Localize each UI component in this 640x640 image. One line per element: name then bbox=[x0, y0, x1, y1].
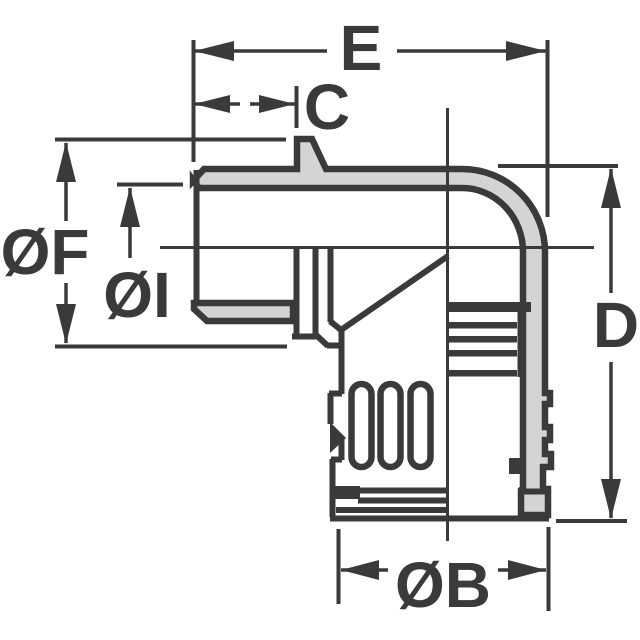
internal-cone-edge bbox=[339, 253, 450, 333]
fitting-body bbox=[189, 135, 555, 522]
dimension-b: ØB bbox=[336, 527, 551, 621]
thread-ridge-4 bbox=[448, 370, 517, 377]
grip-slot-2 bbox=[377, 380, 404, 471]
dimension-c: C bbox=[194, 71, 350, 143]
dimension-d: D bbox=[498, 164, 639, 523]
d-arrow-up bbox=[601, 168, 621, 208]
dimension-d-label: D bbox=[593, 289, 639, 361]
c-arrow-right bbox=[259, 95, 295, 113]
male-end-bottom-wall bbox=[190, 299, 297, 325]
d-arrow-down bbox=[601, 479, 621, 519]
left-barb bbox=[330, 422, 346, 453]
i-arrow-up bbox=[120, 187, 140, 227]
e-arrow-right bbox=[506, 41, 546, 61]
dimension-f: ØF bbox=[1, 137, 287, 349]
grip-slot-3 bbox=[407, 380, 434, 471]
dimension-i-label: ØI bbox=[103, 259, 171, 331]
dimension-c-label: C bbox=[304, 71, 350, 143]
collar-chamfer bbox=[312, 331, 331, 349]
centerlines bbox=[160, 108, 594, 541]
thread-ridge-2 bbox=[448, 336, 517, 343]
b-arrow-left bbox=[341, 560, 379, 580]
e-arrow-left bbox=[194, 41, 234, 61]
thread-ridge-3 bbox=[448, 350, 517, 357]
elbow-wall-section bbox=[189, 135, 555, 519]
dimension-f-label: ØF bbox=[1, 216, 90, 288]
c-arrow-left bbox=[194, 95, 230, 113]
internal-threads bbox=[448, 302, 531, 474]
grip-slot-1 bbox=[348, 380, 375, 471]
dimension-e: E bbox=[191, 12, 550, 217]
f-arrow-down bbox=[56, 304, 76, 344]
body-step-chamfer bbox=[328, 318, 343, 333]
f-arrow-up bbox=[56, 142, 76, 182]
b-arrow-right bbox=[508, 560, 546, 580]
thread-shelf bbox=[448, 302, 531, 312]
dimension-b-label: ØB bbox=[395, 549, 491, 621]
thread-ridge-1 bbox=[448, 322, 517, 329]
bore-step bbox=[509, 458, 524, 474]
dimension-i: ØI bbox=[103, 182, 183, 331]
dimension-e-label: E bbox=[340, 12, 383, 84]
